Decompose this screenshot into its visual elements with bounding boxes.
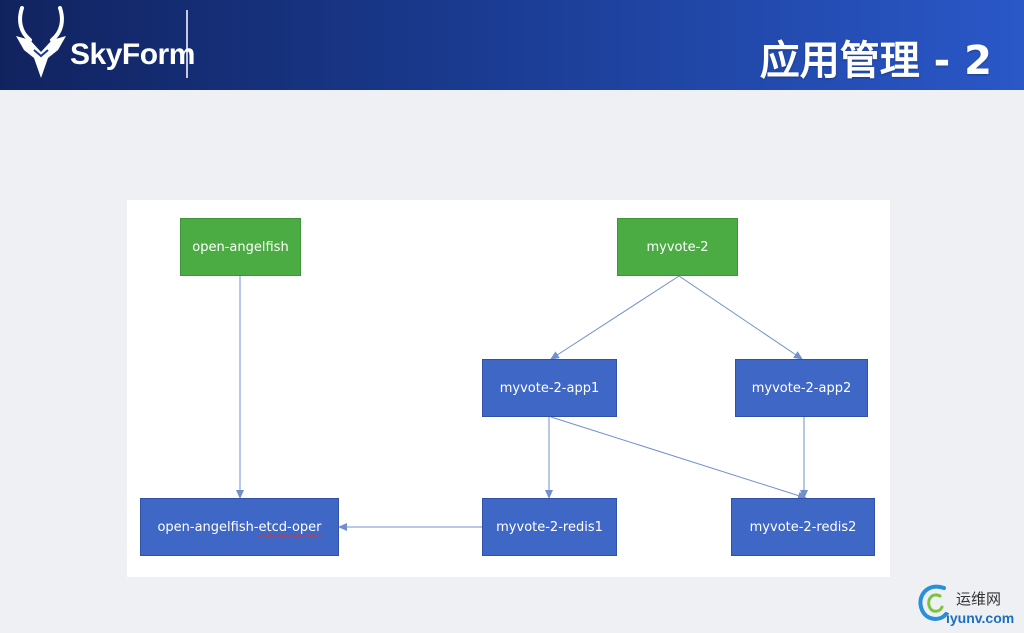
edge-myvote-2-to-myvote-2-app1 bbox=[550, 275, 680, 360]
node-label: myvote-2-app2 bbox=[751, 380, 852, 396]
header-bar: SkyForm 应用管理 - 2 bbox=[0, 0, 1024, 90]
node-open-angelfish: open-angelfish bbox=[180, 218, 301, 276]
edge-myvote-2-to-myvote-2-app2 bbox=[678, 275, 803, 360]
swirl-logo-icon bbox=[918, 584, 948, 621]
node-label: myvote-2 bbox=[646, 239, 709, 255]
watermark-cn: 运维网 bbox=[956, 590, 1002, 608]
header-divider bbox=[186, 10, 188, 78]
node-open-angelfish-etcd-oper: open-angelfish-etcd-oper bbox=[140, 498, 339, 556]
node-label: myvote-2-app1 bbox=[499, 380, 600, 396]
node-label: myvote-2-redis1 bbox=[496, 519, 603, 535]
node-myvote-2-redis2: myvote-2-redis2 bbox=[731, 498, 875, 556]
node-myvote-2-app1: myvote-2-app1 bbox=[482, 359, 617, 417]
brand-name: SkyForm bbox=[70, 38, 195, 71]
node-label: open-angelfish bbox=[192, 239, 289, 255]
node-myvote-2-app2: myvote-2-app2 bbox=[735, 359, 868, 417]
node-myvote-2: myvote-2 bbox=[617, 218, 738, 276]
watermark-url: iyunv.com bbox=[946, 610, 1015, 626]
node-myvote-2-redis1: myvote-2-redis1 bbox=[482, 498, 617, 556]
node-label: myvote-2-redis2 bbox=[749, 519, 857, 535]
diagram-panel: open-angelfish open-angelfish-etcd-oper my… bbox=[127, 200, 890, 577]
antelope-head-icon bbox=[16, 6, 66, 78]
page-title: 应用管理 - 2 bbox=[759, 38, 992, 84]
node-label: open-angelfish-etcd-oper bbox=[157, 519, 322, 535]
edge-myvote-2-app1-to-myvote-2-redis2 bbox=[550, 416, 807, 500]
edge-layer bbox=[236, 275, 808, 531]
